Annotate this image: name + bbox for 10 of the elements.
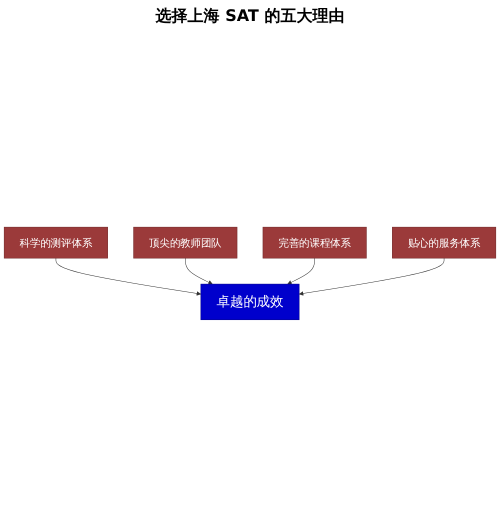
diagram-title: 选择上海 SAT 的五大理由 xyxy=(154,6,346,27)
node-box: 完善的课程体系 xyxy=(262,226,367,258)
arrow xyxy=(56,257,202,296)
node-box: 科学的测评体系 xyxy=(4,226,108,258)
node-box: 卓越的成效 xyxy=(200,283,300,320)
node-box: 贴心的服务体系 xyxy=(392,226,496,258)
arrow xyxy=(185,257,213,284)
arrow xyxy=(298,257,444,296)
node-box: 顶尖的教师团队 xyxy=(133,226,238,258)
arrow xyxy=(287,257,315,284)
